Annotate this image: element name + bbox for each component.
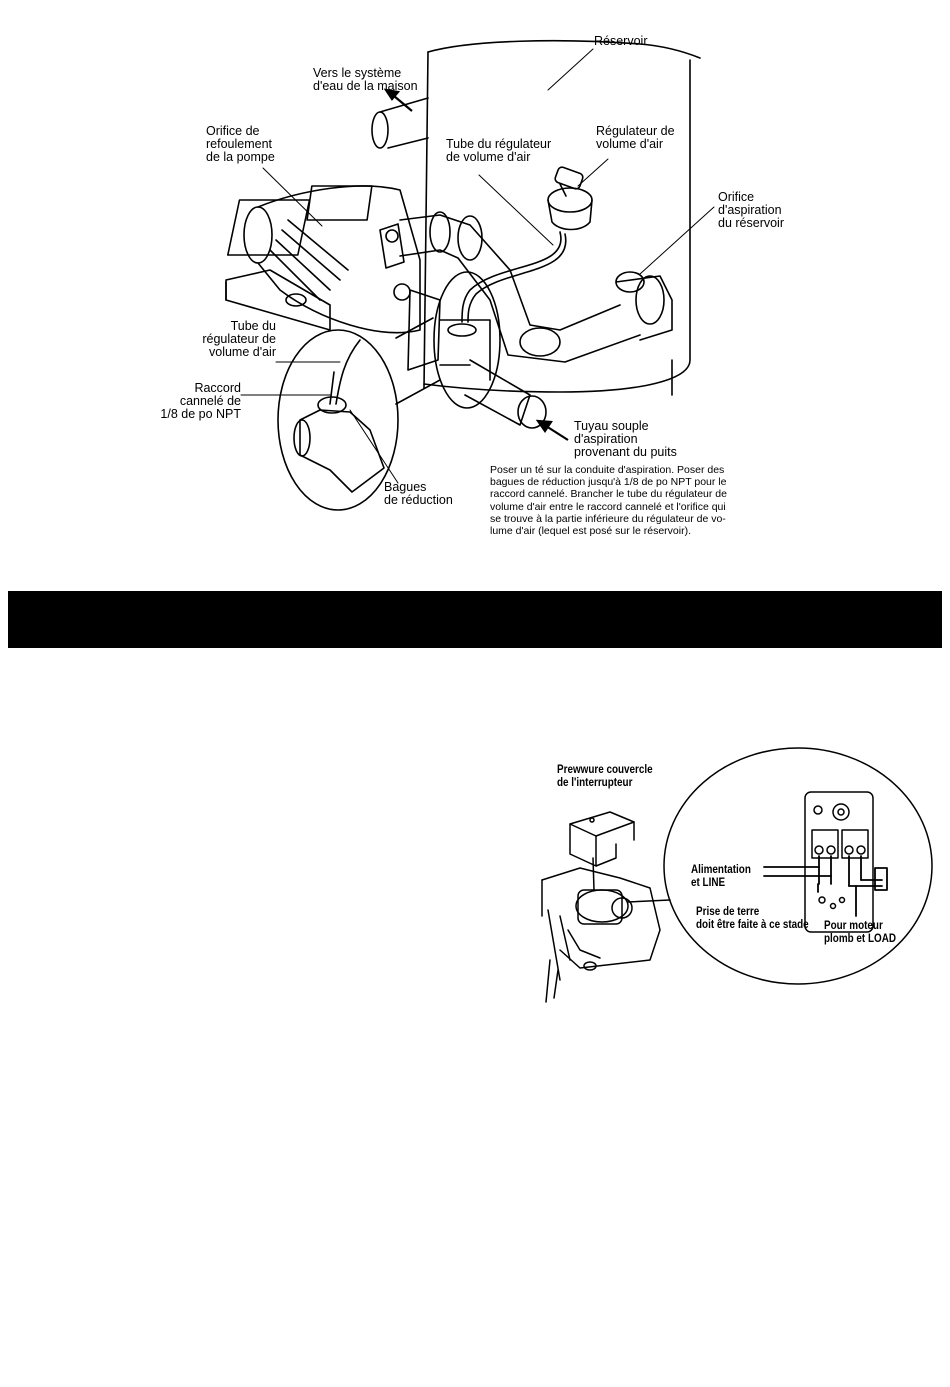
pump-drawing bbox=[226, 185, 441, 371]
wires bbox=[763, 855, 888, 917]
label-switch-cover: Prewwure couvercle de l'interrupteur bbox=[557, 764, 653, 789]
label-reservoir: Réservoir bbox=[594, 34, 648, 48]
pump-small-drawing bbox=[541, 867, 661, 1003]
arrow-to-house bbox=[383, 88, 413, 112]
label-house-water-system: Vers le système d'eau de la maison bbox=[313, 66, 418, 93]
label-barbed-fitting: Raccord cannelé de 1/8 de po NPT bbox=[160, 381, 241, 421]
pump-tank-installation-diagram bbox=[225, 39, 715, 511]
label-suction-hose: Tuyau souple d'aspiration provenant du p… bbox=[574, 419, 677, 459]
air-regulator-drawing bbox=[547, 166, 593, 231]
label-reducing-bushings: Bagues de réduction bbox=[384, 480, 453, 507]
label-motor-load: Pour moteur plomb et LOAD bbox=[824, 920, 896, 945]
pvc-plumbing bbox=[399, 211, 673, 363]
label-pump-discharge-port: Orifice de refoulement de la pompe bbox=[206, 124, 275, 164]
pressure-switch-wiring-diagram bbox=[541, 747, 933, 1003]
terminal-block bbox=[804, 791, 874, 933]
label-tank-suction-port: Orifice d'aspiration du réservoir bbox=[718, 190, 784, 230]
zoom-circle-small bbox=[575, 889, 629, 923]
discharge-pipe bbox=[371, 97, 429, 149]
label-regulator-tube-left: Tube du régulateur de volume d'air bbox=[202, 319, 276, 359]
regulator-tube bbox=[461, 231, 562, 323]
enlarged-tee bbox=[293, 339, 385, 493]
label-ground: Prise de terre doit être faite à ce stad… bbox=[696, 906, 809, 931]
instruction-note: Poser un té sur la conduite d'aspiration… bbox=[490, 464, 727, 538]
callout-circle-fitting bbox=[277, 329, 399, 511]
zoom-circle-large bbox=[663, 747, 933, 985]
pump-base bbox=[225, 269, 331, 331]
arrow-from-well bbox=[535, 419, 569, 441]
label-air-volume-regulator: Régulateur de volume d'air bbox=[596, 124, 675, 151]
section-header-band bbox=[8, 591, 942, 648]
label-regulator-tube-top: Tube du régulateur de volume d'air bbox=[446, 137, 552, 164]
leader-lines bbox=[240, 48, 715, 484]
switch-cover-drawing bbox=[569, 811, 635, 891]
suction-tee bbox=[439, 319, 547, 429]
callout-circle-tee bbox=[433, 271, 501, 409]
label-power-line: Alimentation et LINE bbox=[691, 864, 751, 889]
tank-drawing bbox=[423, 39, 701, 396]
